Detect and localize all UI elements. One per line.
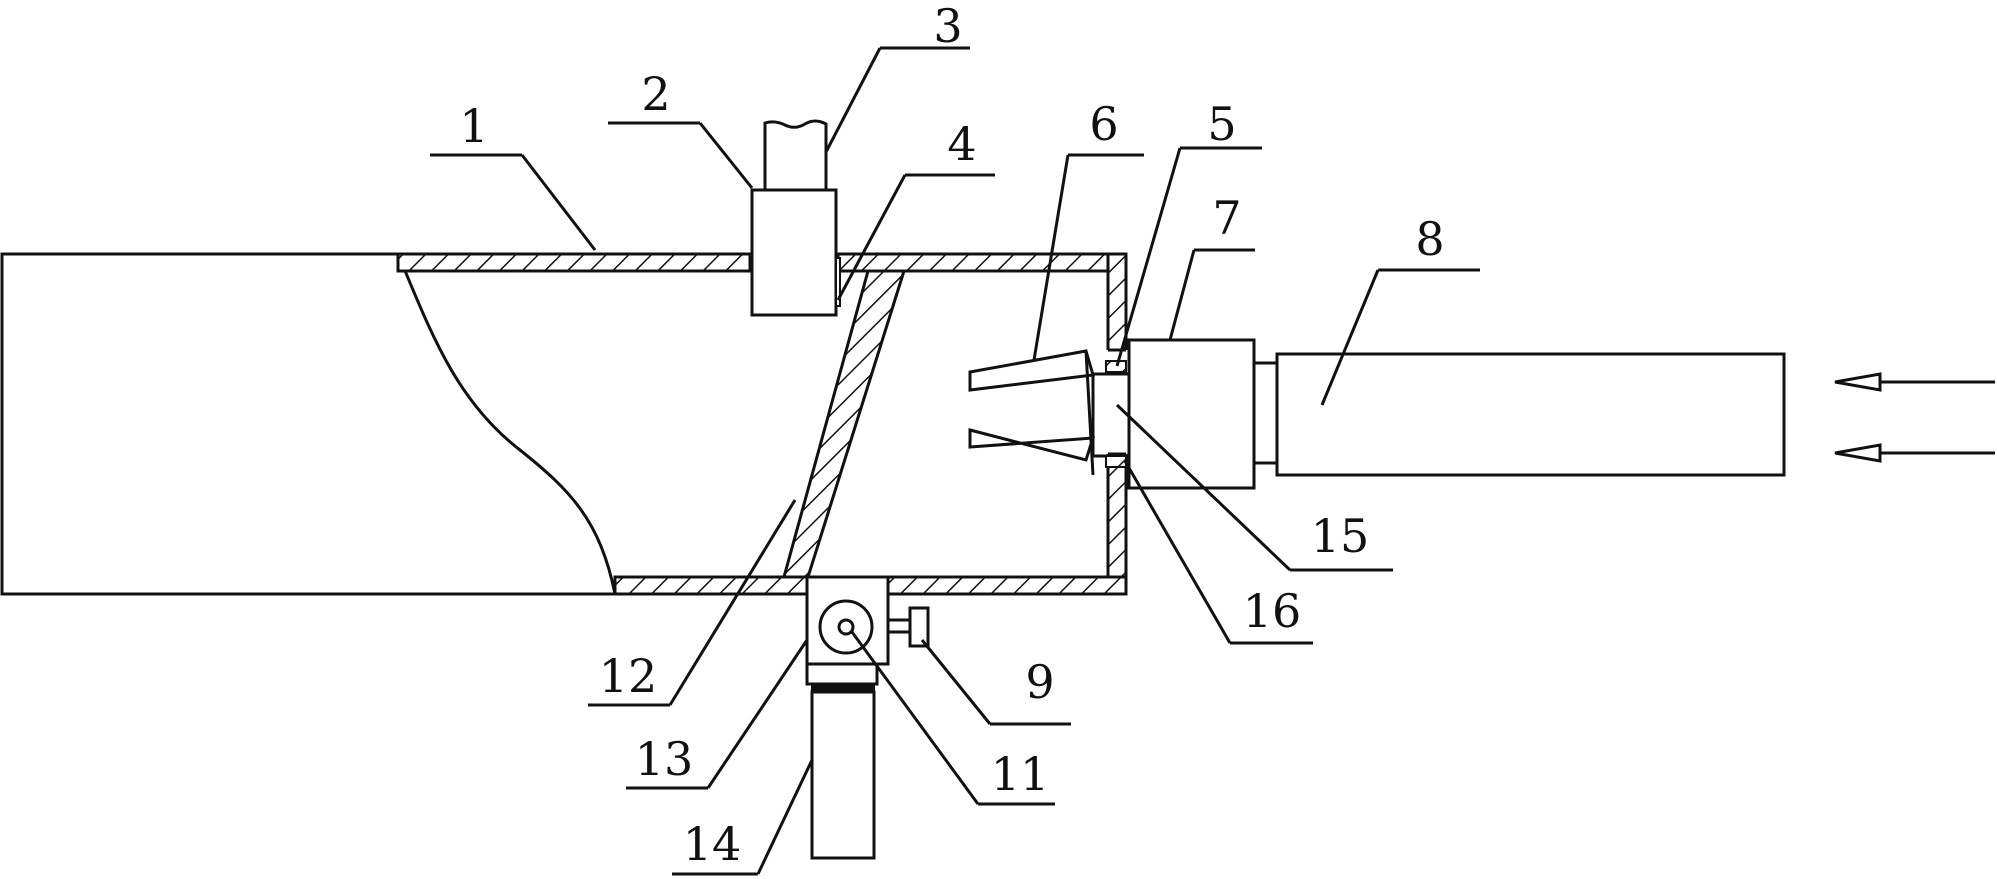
label-4: 4: [947, 117, 976, 171]
rotor-hub: [837, 618, 855, 636]
housing: [0, 252, 1128, 596]
arrow-head-lower: [1834, 443, 1882, 463]
label-9: 9: [1025, 655, 1054, 709]
label-8: 8: [1415, 212, 1444, 266]
pipe-valve: [835, 257, 841, 307]
top-wall-right: [836, 252, 1128, 273]
gripper-lower-jaw: [968, 428, 1096, 462]
motor-housing: [1127, 338, 1256, 490]
arrow-head-upper: [1834, 372, 1882, 392]
discharge-assembly: [805, 575, 930, 860]
label-3: 3: [933, 0, 962, 53]
label-11: 11: [991, 747, 1050, 801]
seal-upper: [1105, 360, 1127, 373]
pipe-collar: [750, 188, 838, 317]
inclined-partition: [782, 269, 907, 579]
feed-pipe: [763, 119, 828, 190]
rotor-outer: [818, 599, 874, 655]
drive-assembly: [1127, 338, 1786, 490]
label-6: 6: [1089, 97, 1118, 151]
input-arrows: [1834, 372, 1995, 463]
gripper-upper-jaw: [968, 349, 1095, 392]
top-wall-left: [396, 252, 752, 273]
leader-lines: [430, 46, 1480, 876]
housing-outline: [0, 252, 1128, 596]
label-7: 7: [1212, 191, 1241, 245]
label-15: 15: [1311, 509, 1370, 563]
label-1: 1: [459, 99, 488, 153]
part-labels: 1 2 3 4 5 6 7 8 9 11 12 13 14 15 16: [459, 0, 1444, 871]
seal-lower: [1105, 455, 1127, 468]
label-14: 14: [683, 817, 742, 871]
adjust-knob: [908, 606, 930, 648]
label-2: 2: [641, 67, 670, 121]
motor-coupling: [1252, 361, 1279, 465]
bottom-wall-left: [613, 575, 809, 596]
label-13: 13: [635, 732, 694, 786]
label-16: 16: [1243, 584, 1302, 638]
cylinder: [1275, 352, 1786, 477]
feed-pipe-assembly: [750, 119, 841, 317]
label-5: 5: [1207, 97, 1236, 151]
bottom-wall-right: [886, 575, 1128, 596]
housing-break-curve: [396, 253, 617, 595]
bag-clamp: [805, 662, 879, 686]
collection-bag: [810, 690, 876, 860]
label-12: 12: [599, 649, 658, 703]
adjust-stem: [886, 618, 912, 634]
